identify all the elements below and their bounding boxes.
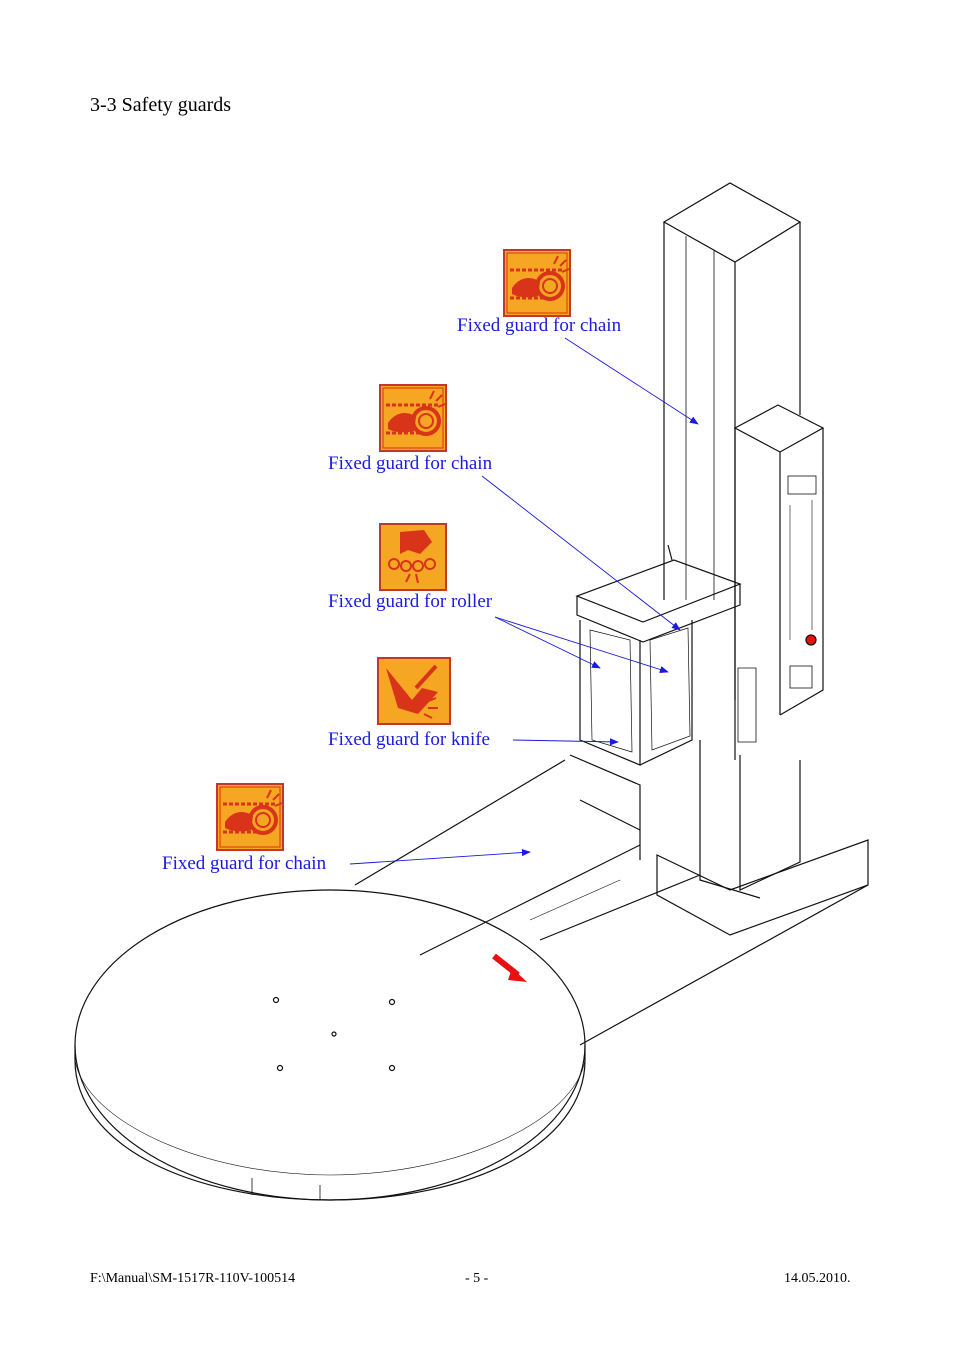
label-knife-guard: Fixed guard for knife (328, 729, 490, 750)
footer-page-number: - 5 - (465, 1271, 489, 1286)
label-chain-guard-middle: Fixed guard for chain (328, 453, 493, 474)
wrapping-machine (74, 182, 869, 1201)
footer-date: 14.05.2010. (784, 1271, 851, 1286)
section-heading: 3-3 Safety guards (90, 94, 232, 116)
chain-hazard-icon (215, 782, 285, 852)
leader-lines (349, 337, 699, 865)
label-chain-guard-bottom: Fixed guard for chain (162, 853, 327, 874)
footer-file-path: F:\Manual\SM-1517R-110V-100514 (90, 1271, 296, 1286)
roller-hazard-icon (379, 523, 447, 591)
label-chain-guard-top: Fixed guard for chain (457, 315, 622, 336)
label-roller-guard: Fixed guard for roller (328, 591, 493, 612)
chain-hazard-icon (378, 383, 448, 453)
chain-hazard-icon (502, 248, 572, 318)
knife-hazard-icon (376, 656, 452, 726)
